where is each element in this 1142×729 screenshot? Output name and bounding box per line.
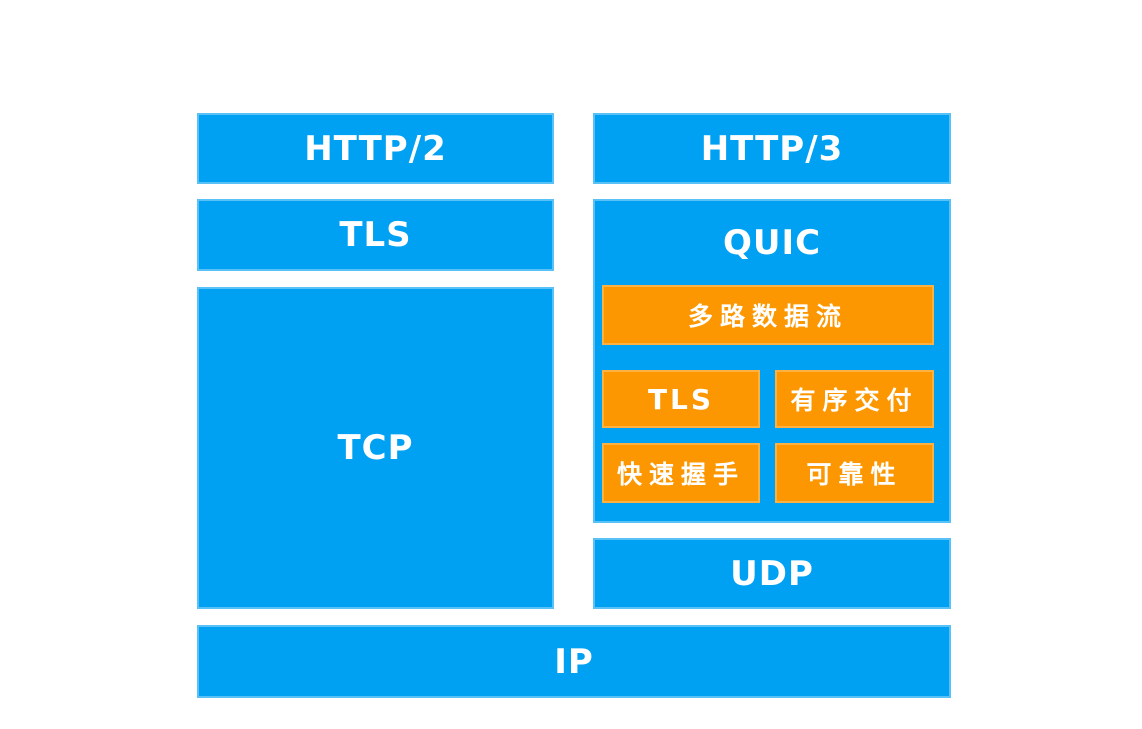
http3-box: HTTP/3 — [593, 113, 951, 184]
quic-feature-reliability: 可靠性 — [775, 443, 934, 503]
tcp-box: TCP — [197, 287, 554, 609]
quic-feature-ordered-delivery: 有序交付 — [775, 370, 934, 428]
tls-box: TLS — [197, 199, 554, 271]
quic-feature-fast-handshake: 快速握手 — [602, 443, 760, 503]
quic-feature-multiplex-streams: 多路数据流 — [602, 285, 934, 345]
quic-box: QUIC 多路数据流 TLS 有序交付 快速握手 可靠性 — [593, 199, 951, 523]
quic-title: QUIC — [722, 223, 822, 263]
quic-feature-tls: TLS — [602, 370, 760, 428]
udp-box: UDP — [593, 538, 951, 609]
ip-box: IP — [197, 625, 951, 698]
http2-box: HTTP/2 — [197, 113, 554, 184]
